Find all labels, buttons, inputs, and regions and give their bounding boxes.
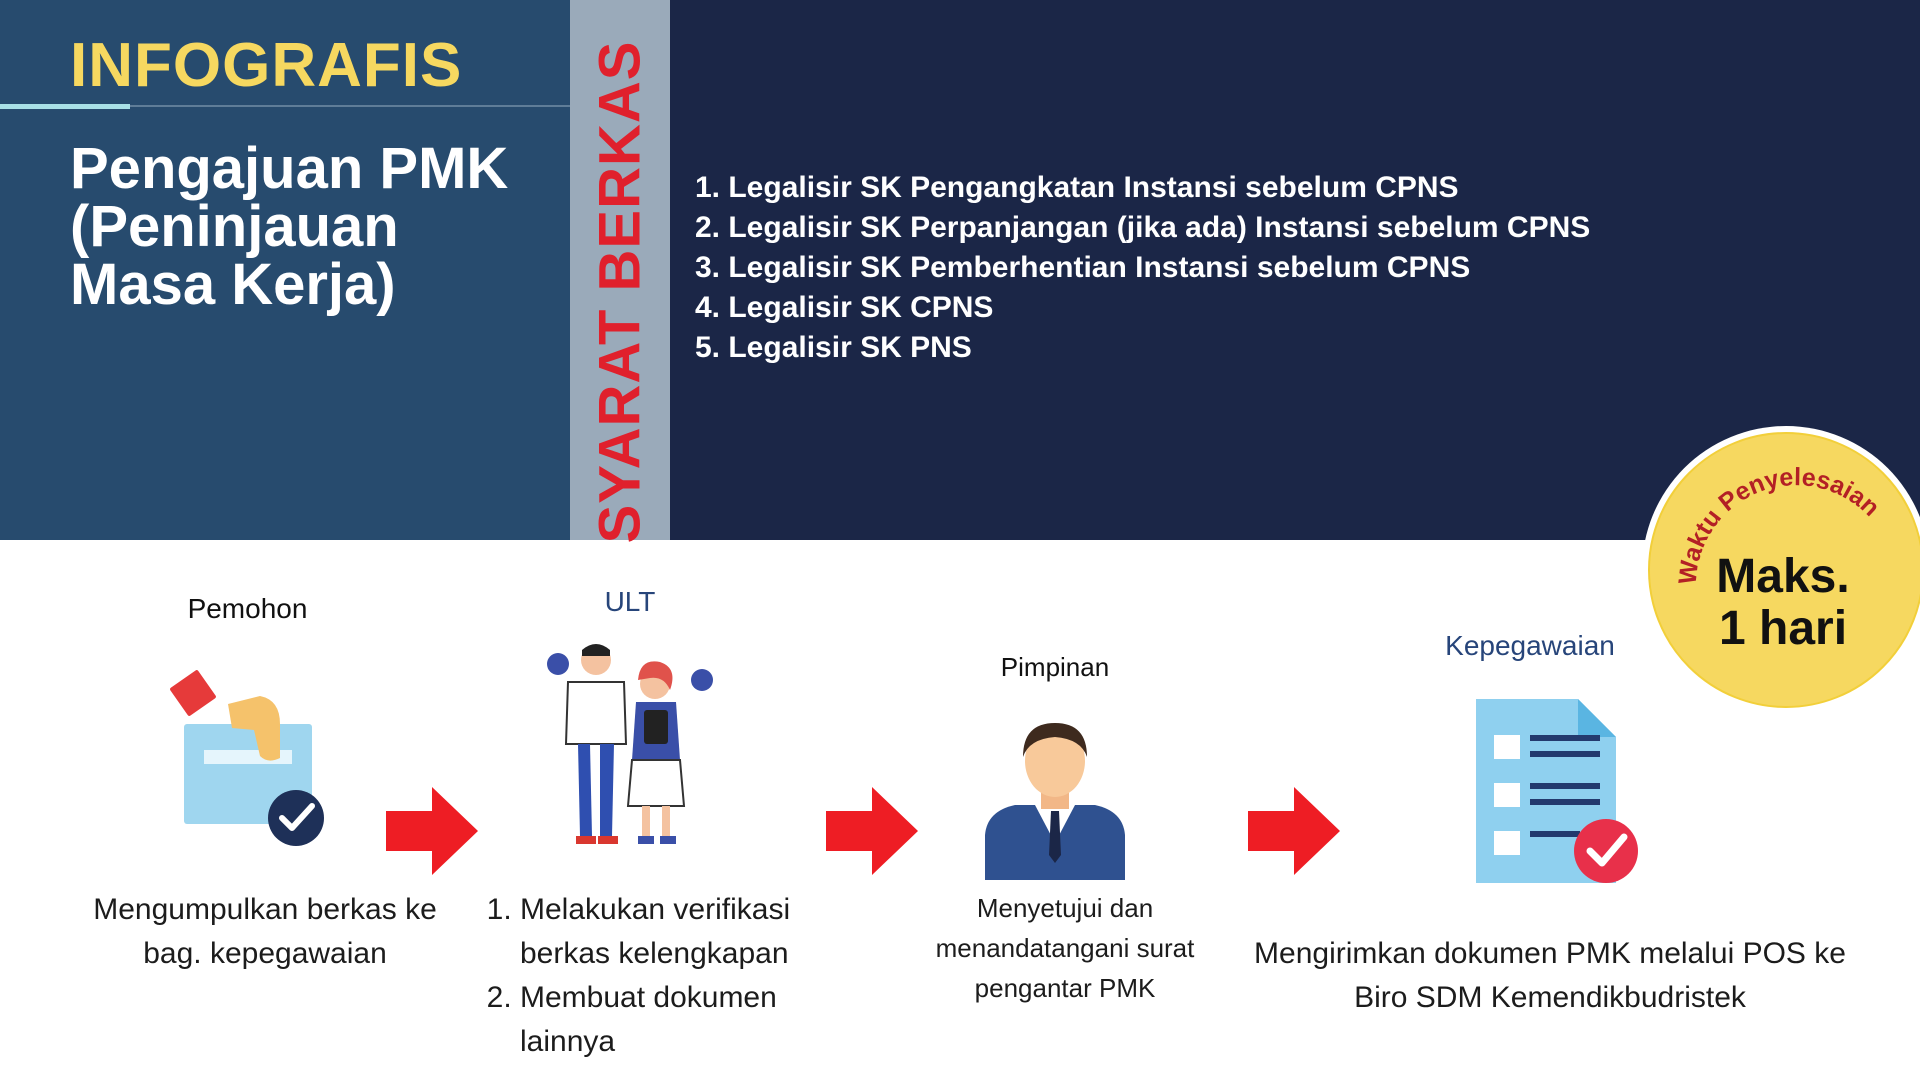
badge-circle — [1648, 432, 1920, 708]
step-title-ult: ULT — [604, 586, 656, 617]
requirements-list: 1. Legalisir SK Pengangkatan Instansi se… — [695, 168, 1590, 368]
ballot-box-icon — [170, 670, 324, 846]
step-desc-ult: Melakukan verifikasi berkas kelengkapan … — [480, 888, 820, 1064]
step-desc-kepegawaian: Mengirimkan dokumen PMK melalui POS ke B… — [1254, 937, 1846, 1014]
step-title-pemohon: Pemohon — [187, 593, 308, 624]
list-item: 4. Legalisir SK CPNS — [695, 291, 994, 324]
list-item: Melakukan verifikasi berkas kelengkapan — [520, 888, 820, 976]
arrow-right-icon — [386, 787, 478, 875]
list-item: 2. Legalisir SK Perpanjangan (jika ada) … — [695, 211, 1591, 244]
badge-line-1: Maks. — [1716, 550, 1849, 603]
page-title: Pengajuan PMK (Peninjauan Masa Kerja) — [70, 136, 509, 317]
step-title-kepegawaian: Kepegawaian — [1445, 630, 1615, 661]
list-item: 3. Legalisir SK Pemberhentian Instansi s… — [695, 251, 1471, 284]
completion-time-badge: Waktu Penyelesaian Maks. 1 hari — [1642, 426, 1920, 714]
divider-accent — [0, 104, 130, 109]
divider — [0, 105, 570, 107]
step-desc-pemohon: Mengumpulkan berkas ke bag. kepegawaian — [93, 893, 437, 970]
staff-people-icon — [547, 644, 713, 844]
list-item: Membuat dokumen lainnya — [520, 976, 820, 1064]
step-title-pimpinan: Pimpinan — [1000, 652, 1110, 682]
arrow-right-icon — [1248, 787, 1340, 875]
document-check-icon — [1476, 699, 1638, 883]
list-item: 5. Legalisir SK PNS — [695, 331, 972, 364]
leader-avatar-icon — [985, 723, 1125, 880]
badge-line-2: 1 hari — [1719, 602, 1847, 655]
requirements-title: SYARAT BERKAS — [587, 40, 653, 544]
step-desc-pimpinan: Menyetujui dan menandatangani surat peng… — [935, 893, 1195, 1003]
list-item: 1. Legalisir SK Pengangkatan Instansi se… — [695, 171, 1459, 204]
header-panel — [0, 0, 570, 540]
arrow-right-icon — [826, 787, 918, 875]
infografis-label: INFOGRAFIS — [70, 31, 463, 100]
requirements-title-strip — [570, 0, 670, 540]
